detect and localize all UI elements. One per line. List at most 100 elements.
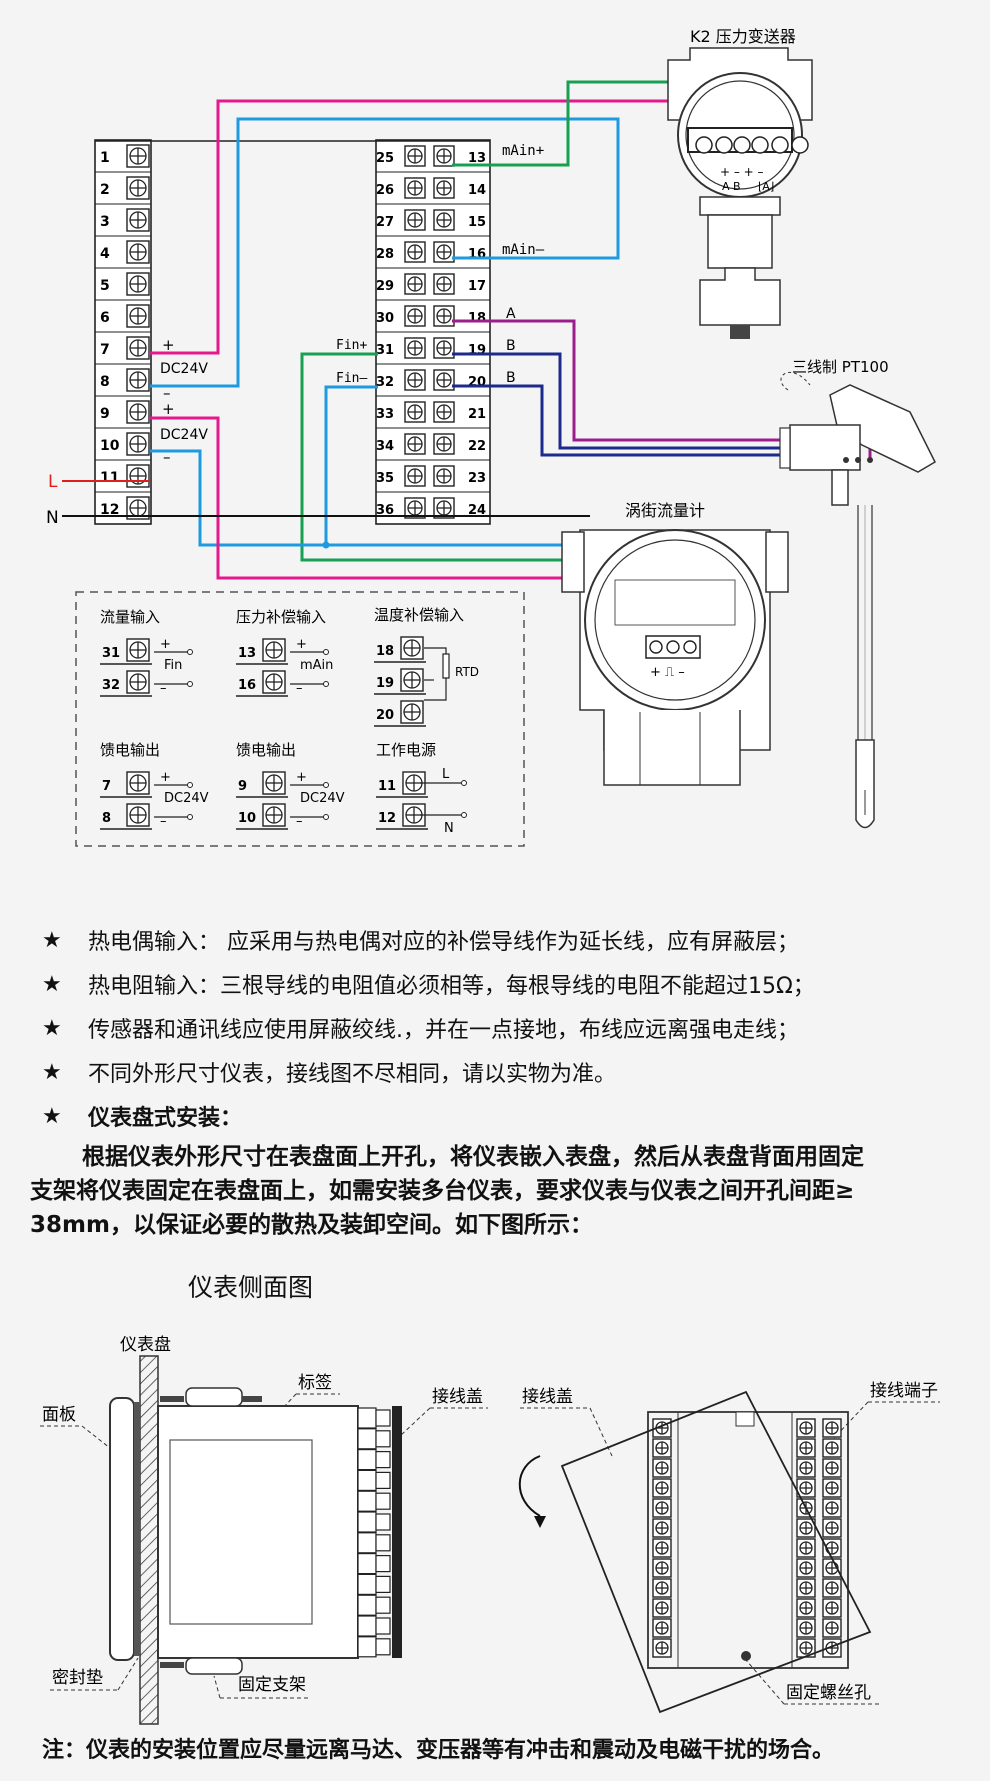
pressure-terminal-marks: + – + – [720,165,764,179]
legend-label: mAin [300,658,333,673]
label-fin-plus: Fin+ [336,338,367,353]
note-text: 传感器和通讯线应使用屏蔽绞线.，并在一点接地，布线应远离强电走线； [88,1018,799,1043]
legend-terminal-number: 8 [102,811,111,826]
legend-plus: + [296,637,307,652]
terminal-number: 11 [100,470,119,486]
bottom-note: 注：仪表的安装位置应尽量远离马达、变压器等有冲击和震动及电磁干扰的场合。 [42,1738,835,1763]
label-tag: 标签 [298,1373,332,1393]
pressure-terminal-letters: A B [722,180,741,193]
terminal-number: 36 [376,503,394,518]
legend-minus: – [160,681,167,696]
pt100-sensor: 三线制 PT100 [779,358,936,829]
note-text: 热电偶输入： 应采用与热电偶对应的补偿导线作为延长线，应有屏蔽层； [88,930,799,955]
legend-terminal-number: 12 [378,811,396,826]
legend-title: 流量输入 [100,608,160,626]
terminal-number: 18 [468,311,486,326]
wire-dc24v-minus-to-transmitter [150,117,620,388]
note-item: ★不同外形尺寸仪表，接线图不尽相同，请以实物为准。 [42,1050,962,1094]
legend-terminal-number: 18 [376,644,394,659]
terminal-number: 14 [468,183,486,198]
install-line-2: 支架将仪表固定在表盘面上，如需安装多台仪表，要求仪表与仪表之间开孔间距≥ [30,1178,855,1204]
label-face-plate: 面板 [42,1405,76,1425]
star-icon: ★ [42,971,62,997]
terminal-number: 33 [376,407,394,422]
label-wiring-cover-side: 接线盖 [432,1387,483,1407]
legend-terminal-number: 16 [238,678,256,693]
terminal-number: 9 [100,406,110,422]
legend-terminal-number: 13 [238,646,256,661]
terminal-number: 23 [468,471,486,486]
label-mAin-minus: mAin– [502,242,545,258]
terminal-number: 5 [100,278,110,294]
terminal-number: 29 [376,279,394,294]
label-N: N [46,508,59,528]
label-fin-minus: Fin– [336,371,367,386]
legend-N: N [444,821,454,836]
label-minus-8: – [163,384,171,402]
note-text: 仪表盘式安装： [88,1106,243,1131]
terminal-number: 6 [100,310,110,326]
note-text: 不同外形尺寸仪表，接线图不尽相同，请以实物为准。 [88,1062,617,1087]
note-item: ★ 传感器和通讯线应使用屏蔽绞线.，并在一点接地，布线应远离强电走线； [42,1006,962,1050]
legend-label: Fin [164,658,182,673]
legend-minus: – [296,814,303,829]
terminal-number: 7 [100,342,110,358]
face-plate [109,1397,135,1661]
legend-terminal-number: 10 [238,811,256,826]
legend-terminal-number: 32 [102,678,120,693]
legend-terminal-number: 7 [102,779,111,794]
note-item: ★热电偶输入： 应采用与热电偶对应的补偿导线作为延长线，应有屏蔽层； [42,918,962,962]
terminal-number: 19 [468,343,486,358]
legend-box [75,591,525,847]
back-terminals [652,1412,842,1668]
vortex-title: 涡街流量计 [625,501,705,520]
terminal-number: 24 [468,503,486,518]
wire-dc24v-b-minus [150,449,326,547]
star-icon: ★ [42,1103,62,1129]
pressure-transmitter-title: K2 压力变送器 [690,27,796,46]
note-item: ★ 仪表盘式安装： [42,1094,962,1138]
label-plus-9: + [162,400,175,418]
side-terminals [357,1407,391,1658]
terminal-number: 10 [100,438,120,454]
terminal-number: 8 [100,374,110,390]
label-mAin-plus: mAin+ [502,143,544,159]
legend-minus: – [160,814,167,829]
star-icon: ★ [42,1015,62,1041]
label-B2: B [506,370,516,386]
terminal-number: 3 [100,214,110,230]
label-panel-board: 仪表盘 [120,1335,171,1355]
terminal-number: 4 [100,246,110,262]
label-dc24v-b: DC24V [160,427,208,443]
terminal-number: 2 [100,182,110,198]
terminal-number: 13 [468,151,486,166]
label-minus-10: – [163,448,171,466]
install-line-3: 38mm，以保证必要的散热及装卸空间。如下图所示： [30,1212,593,1238]
terminal-number: 16 [468,247,486,262]
terminal-number: 1 [100,150,110,166]
vortex-flowmeter: 涡街流量计 + ⎍ – [561,501,789,786]
legend-terminal-number: 31 [102,646,120,661]
note-text: 热电阻输入：三根导线的电阻值必须相等，每根导线的电阻不能超过15Ω； [88,974,815,999]
housing [157,1405,359,1659]
legend-terminal-number: 9 [238,779,247,794]
legend: 流量输入3132+Fin–压力补偿输入1316+mAin–温度补偿输入18192… [100,606,479,836]
label-screw-hole: 固定螺丝孔 [786,1683,871,1703]
terminal-number: 25 [376,151,394,166]
pressure-terminal-wave: ⌊A⌋ [758,180,774,193]
legend-plus: + [160,770,171,785]
side-view-title: 仪表侧面图 [188,1273,314,1302]
terminal-number: 28 [376,247,394,262]
terminal-number: 30 [376,311,394,326]
legend-title: 温度补偿输入 [374,606,464,624]
terminal-number: 26 [376,183,394,198]
legend-label: DC24V [164,791,209,806]
label-B1: B [506,338,516,354]
legend-label: DC24V [300,791,345,806]
legend-terminal-number: 19 [376,676,394,691]
legend-rtd-label: RTD [455,665,479,679]
legend-plus: + [160,637,171,652]
